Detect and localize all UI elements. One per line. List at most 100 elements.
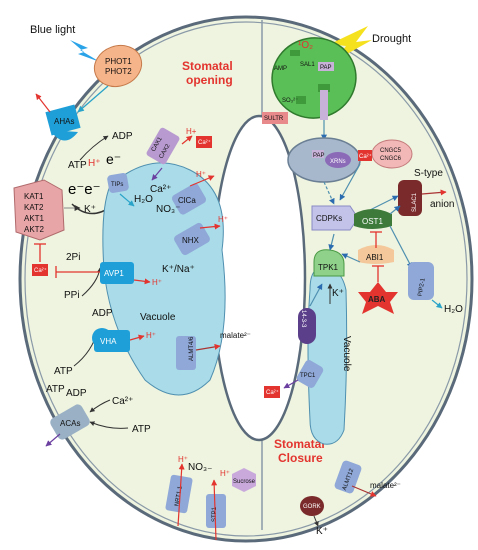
cax-transporter: CAX1 CAX2 [146, 127, 180, 165]
cngc6-label: CNGC6 [380, 156, 402, 162]
left-vacuole-label: Vacuole [140, 312, 176, 323]
chloroplast: ¹O₂ AMP SAL1 PAP SO₃²⁻ [271, 37, 357, 119]
ca-badge-tpc: Ca²⁺ [264, 386, 280, 398]
cax-h-label: H+ [186, 127, 197, 136]
sal1-label: SAL1 [300, 62, 315, 68]
two-pi-label: 2Pi [66, 252, 80, 263]
cdpks-label: CDPKs [316, 214, 342, 223]
akt2-label: AKT2 [24, 225, 45, 234]
avp1-h-label: H⁺ [152, 278, 162, 287]
kat-k-label: K⁺ [84, 204, 96, 215]
phot2-label: PHOT2 [105, 67, 132, 76]
right-vacuole-label: Vacuole [341, 336, 352, 372]
acas-label: ACAs [60, 419, 80, 428]
ppi-label: PPi [64, 290, 80, 301]
pap2-label: PAP [313, 153, 325, 159]
aha-pump: AHAs [45, 104, 81, 141]
ahas-label: AHAs [54, 117, 74, 126]
gork-channel: GORK [300, 496, 324, 516]
kat-channels: KAT1 KAT2 AKT1 AKT2 [13, 179, 65, 241]
adp-low-label: ADP [66, 388, 87, 399]
slac1-channel: SLAC1 [398, 180, 422, 216]
cngc5-label: CNGC5 [380, 148, 402, 154]
almt46-label: ALMT4/6 [189, 336, 195, 361]
ca-badge-top: Ca²⁺ [196, 136, 212, 148]
vha-pump: VHA [92, 328, 130, 352]
nrt-no3-label: NO₃₋ [188, 462, 212, 473]
cngc-channel: CNGC5 CNGC6 [371, 139, 413, 169]
tips-channel: TIPs [107, 173, 129, 193]
aca-ca-label: Ca²⁺ [112, 396, 133, 407]
tips-label: TIPs [111, 182, 123, 188]
tpk-k-label: K⁺ [332, 288, 344, 299]
clca-no3-label: NO₃⁻ [156, 204, 180, 215]
xrns-label: XRNs [330, 159, 346, 165]
ca-badge-right-label: Ca²⁺ [359, 153, 372, 160]
adp-mid-label: ADP [92, 308, 113, 319]
nrt-h-label: H⁺ [178, 455, 188, 464]
vha-label: VHA [100, 337, 117, 346]
ca-badge-right: Ca²⁺ [358, 150, 372, 161]
aba-label: ABA [368, 295, 386, 304]
ca-badge-left-label: Ca²⁺ [34, 267, 47, 274]
stomatal-opening-title-2: opening [186, 73, 233, 87]
pap-channel [320, 90, 328, 120]
sucrose-label: Sucrose [233, 479, 256, 485]
almt46-channel: ALMT4/6 [176, 336, 196, 370]
tpk1-label: TPK1 [318, 263, 339, 272]
drought-label: Drought [372, 33, 411, 45]
nhx-h-label: H⁺ [218, 215, 228, 224]
nhx-kna-label: K⁺/Na⁺ [162, 264, 195, 275]
tpc1-label: TPC1 [300, 373, 316, 379]
sultr-transporter: SULTR [262, 112, 288, 124]
stomatal-closure-title-2: Closure [278, 451, 323, 465]
so3-label: SO₃²⁻ [282, 98, 298, 104]
ost1-kinase: OST1 [354, 209, 392, 229]
abi1-phosphatase: ABI1 [358, 245, 394, 264]
pap-label: PAP [320, 65, 332, 71]
guard-cells [18, 15, 474, 543]
stomatal-closure-title-1: Stomatal [274, 437, 325, 451]
aca-atp-label: ATP [132, 424, 151, 435]
blue-light-bolt-icon [70, 40, 100, 62]
stomatal-opening-title-1: Stomatal [182, 59, 233, 73]
vha-h-label: H⁺ [146, 331, 156, 340]
pip21-aquaporin: PIP2-1 [408, 262, 434, 300]
nrt11-label: NRT1.1 [174, 485, 184, 507]
ca-badge-left: Ca²⁺ [32, 264, 48, 276]
aha-h-label: H⁺ [88, 158, 101, 169]
protein-14-3-3-label: 14-3-3 [300, 310, 306, 328]
slac1-label: SLAC1 [412, 192, 418, 212]
almt12-channel: ALMT12 [334, 460, 362, 494]
phot-receptor: PHOT1 PHOT2 [93, 44, 143, 88]
atp-low-label: ATP [46, 384, 65, 395]
tpc1-channel: TPC1 [296, 360, 324, 388]
protein-14-3-3: 14-3-3 [298, 308, 316, 344]
cax-ca-label: Ca²⁺ [150, 184, 171, 195]
kat1-label: KAT1 [24, 192, 44, 201]
pip-h2o-label: H₂O [444, 304, 463, 315]
cdpks-kinase: CDPKs [311, 205, 359, 231]
right-vacuole: Vacuole [307, 267, 352, 445]
akt1-label: AKT1 [24, 214, 45, 223]
ca-badge-tpc-label: Ca²⁺ [266, 389, 279, 396]
blue-light-label: Blue light [30, 24, 75, 36]
kat2-label: KAT2 [24, 203, 44, 212]
stp-h-label: H⁺ [220, 469, 230, 478]
clca-label: ClCa [178, 196, 196, 205]
clca-h-label: H⁺ [196, 170, 206, 179]
atp-top-label: ATP [68, 160, 87, 171]
tpk1-channel: TPK1 [313, 249, 345, 277]
electron-2-label: e⁻e⁻ [68, 181, 101, 198]
aca-pump: ACAs [50, 404, 90, 440]
abi1-label: ABI1 [366, 253, 384, 262]
avp1-pump: AVP1 [100, 262, 134, 284]
ost1-label: OST1 [362, 217, 383, 226]
gork-label: GORK [303, 504, 321, 510]
almt46-malate-label: malate²⁻ [220, 331, 251, 340]
electron-1-label: e⁻ [106, 151, 121, 167]
nucleus: PAP XRNs [287, 137, 361, 183]
pip21-label: PIP2-1 [418, 277, 427, 297]
adp-top-label: ADP [112, 131, 133, 142]
